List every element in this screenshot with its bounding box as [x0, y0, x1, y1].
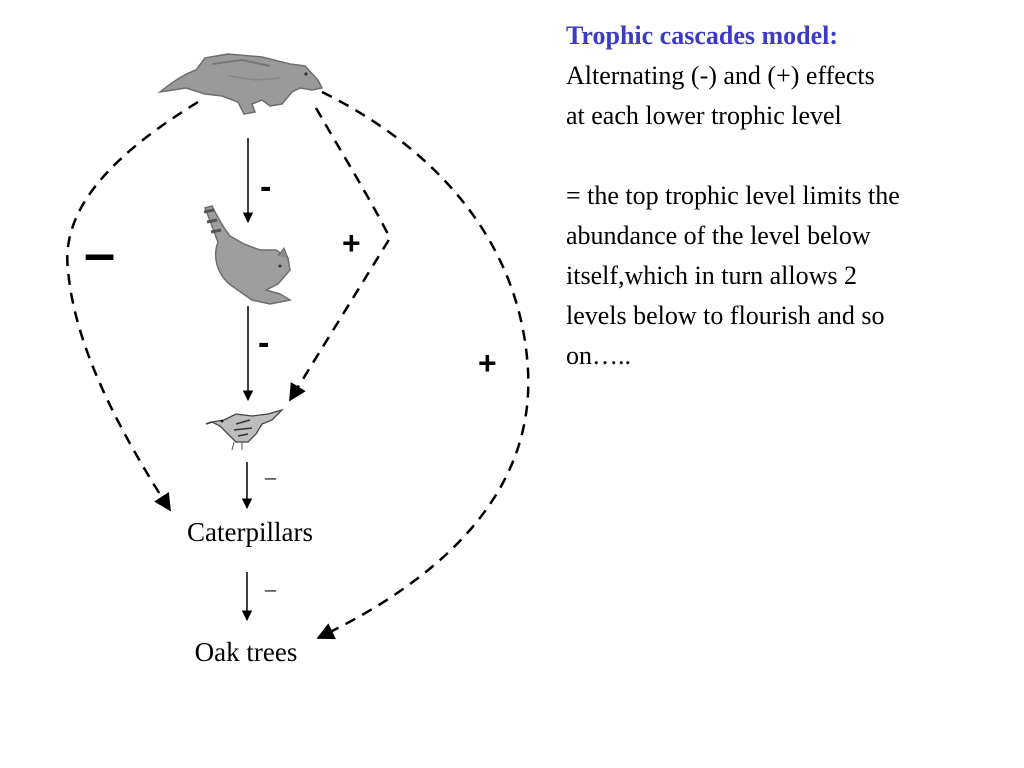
definition-line: abundance of the level below — [566, 221, 871, 250]
definition-line: itself,which in turn allows 2 — [566, 261, 858, 290]
explanation-title: Trophic cascades model: — [566, 21, 839, 50]
sign-wolf-to-caterpillars: – — [84, 221, 115, 284]
sign-wolf-to-oak: + — [478, 345, 497, 381]
wolf-icon — [157, 53, 324, 115]
dashed-arrow-wolf-to-caterpillars — [66, 100, 199, 512]
sign-bird-to-caterpillars: – — [264, 464, 277, 489]
sign-wolf-to-bird: + — [342, 225, 361, 261]
dashed-arrow-wolf-to-oak — [316, 90, 530, 640]
definition-line: = the top trophic level limits the — [566, 181, 900, 210]
definition-line: on….. — [566, 341, 631, 370]
node-oak-trees: Oak trees — [195, 637, 298, 667]
cat-icon — [203, 205, 293, 305]
sign-caterpillars-to-oak: – — [264, 576, 277, 601]
dashed-arrow-wolf-to-bird — [288, 107, 392, 402]
spacer — [566, 136, 1016, 176]
node-caterpillars: Caterpillars — [187, 517, 313, 547]
explanation-line: at each lower trophic level — [566, 101, 842, 130]
sign-cat-to-bird: - — [258, 324, 269, 362]
definition-line: levels below to flourish and so — [566, 301, 885, 330]
explanation-panel: Trophic cascades model: Alternating (-) … — [566, 16, 1016, 376]
bird-icon — [205, 408, 285, 451]
sign-wolf-to-cat: - — [260, 168, 271, 206]
explanation-line: Alternating (-) and (+) effects — [566, 61, 875, 90]
